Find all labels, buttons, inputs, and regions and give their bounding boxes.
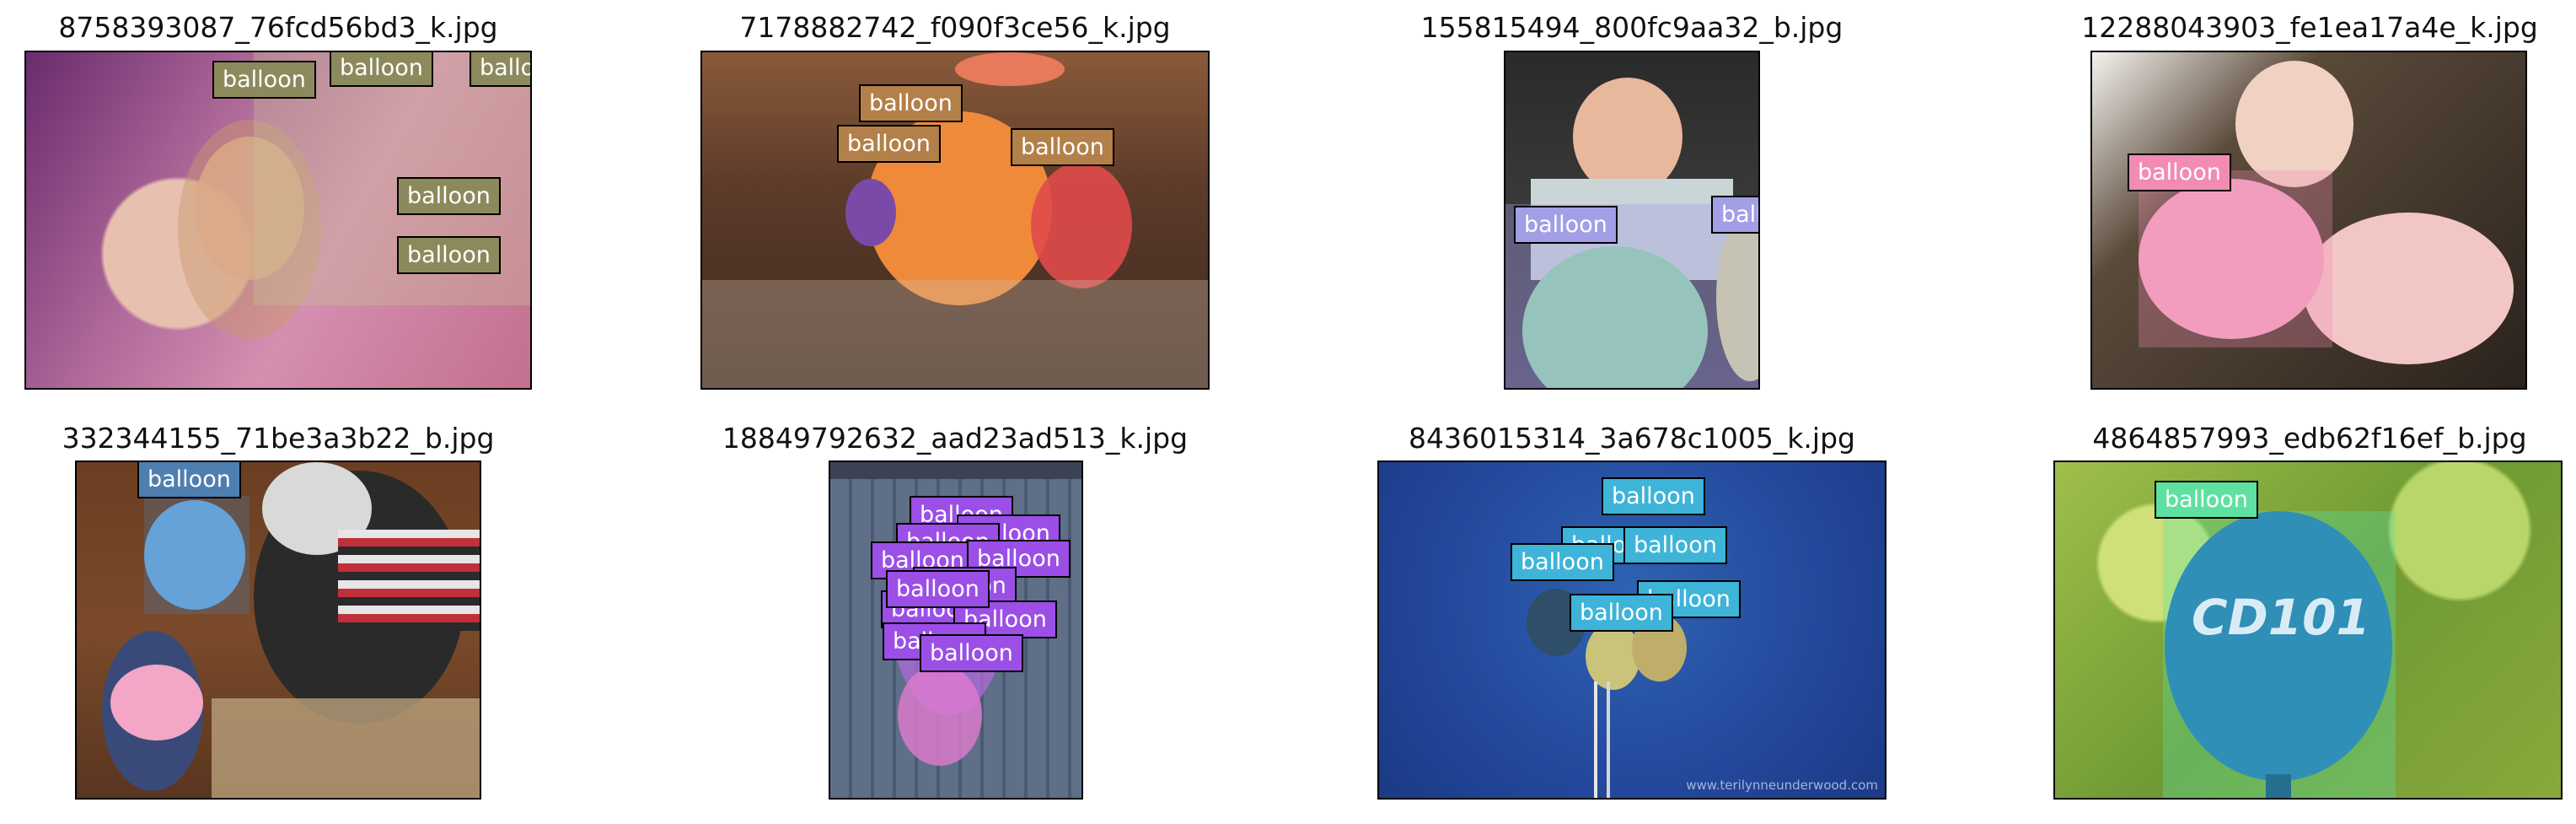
detection-label: balloon [2155, 481, 2258, 519]
balloon-blue [144, 500, 245, 610]
detection-label: balloon [920, 634, 1023, 672]
detection-label: balloon [1011, 128, 1114, 166]
image-panel: balloon balloon balloon [700, 51, 1210, 390]
detection-label: balloon [470, 52, 530, 87]
image-panel: CD101 balloon [2053, 460, 2563, 800]
detection-label: balloon [886, 570, 990, 608]
tutu [2303, 213, 2514, 364]
door-frame [830, 462, 1081, 479]
detection-label: balloon [1623, 526, 1727, 564]
detection-label: balloon [330, 52, 433, 87]
detection-label: balloon [1511, 543, 1614, 581]
balloon-pink [898, 665, 982, 766]
sweater-stripes [338, 530, 480, 631]
woman-face [195, 137, 304, 280]
segmentation-mask [144, 496, 250, 614]
detection-label: balloon [1514, 206, 1618, 244]
detection-label: balloon [1570, 594, 1673, 632]
balloon-purple [845, 179, 896, 246]
baby-face [2235, 61, 2353, 187]
strings [1607, 681, 1610, 798]
panel-title: 155815494_800fc9aa32_b.jpg [1420, 11, 1843, 44]
hair [178, 120, 321, 339]
watermark-text: www.terilynneunderwood.com [1686, 778, 1878, 793]
balloon-red [1031, 162, 1132, 288]
balloon-yellow [1586, 622, 1640, 690]
image-panel: balloon balloon balloon balloon balloon … [829, 460, 1083, 800]
image-panel: balloon [2090, 51, 2527, 390]
detection-label: balloon [837, 125, 941, 163]
detection-label: balloon [2128, 153, 2231, 191]
balloon-green [1522, 246, 1708, 388]
balloon-blue [2165, 511, 2392, 781]
image-panel: balloon balloon balloon balloon balloon [24, 51, 532, 390]
detection-label: balloon [1711, 196, 1758, 234]
panel-title: 12288043903_fe1ea17a4e_k.jpg [2081, 11, 2538, 44]
panel-title: 332344155_71be3a3b22_b.jpg [62, 422, 495, 455]
detection-label: balloon [397, 236, 501, 274]
panel-title: 4864857993_edb62f16ef_b.jpg [2092, 422, 2527, 455]
people-area [702, 280, 1208, 388]
panel-title: 8758393087_76fcd56bd3_k.jpg [58, 11, 498, 44]
balloon-print: CD101 [2192, 589, 2370, 646]
panel-title: 18849792632_aad23ad513_k.jpg [722, 422, 1189, 455]
image-panel: balloon balloon balloon balloon balloon … [1377, 460, 1886, 800]
balloon-knot [2266, 774, 2291, 798]
detection-label: balloon [397, 177, 501, 215]
detection-label: balloon [137, 462, 241, 498]
lamp [955, 52, 1065, 86]
image-panel: balloon balloon [1504, 51, 1760, 390]
strings [1594, 681, 1597, 798]
rug [212, 698, 480, 798]
detection-label: balloon [1602, 477, 1705, 515]
detection-label: balloon [859, 84, 963, 122]
child-shirt [110, 665, 203, 741]
detection-label: balloon [212, 61, 316, 99]
panel-title: 8436015314_3a678c1005_k.jpg [1409, 422, 1855, 455]
segmentation-mask [2139, 170, 2332, 347]
image-panel: balloon [75, 460, 481, 800]
detection-label: balloon [967, 540, 1071, 578]
panel-title: 7178882742_f090f3ce56_k.jpg [739, 11, 1171, 44]
balloon-pink [2139, 179, 2324, 339]
baby-face [1573, 78, 1682, 196]
